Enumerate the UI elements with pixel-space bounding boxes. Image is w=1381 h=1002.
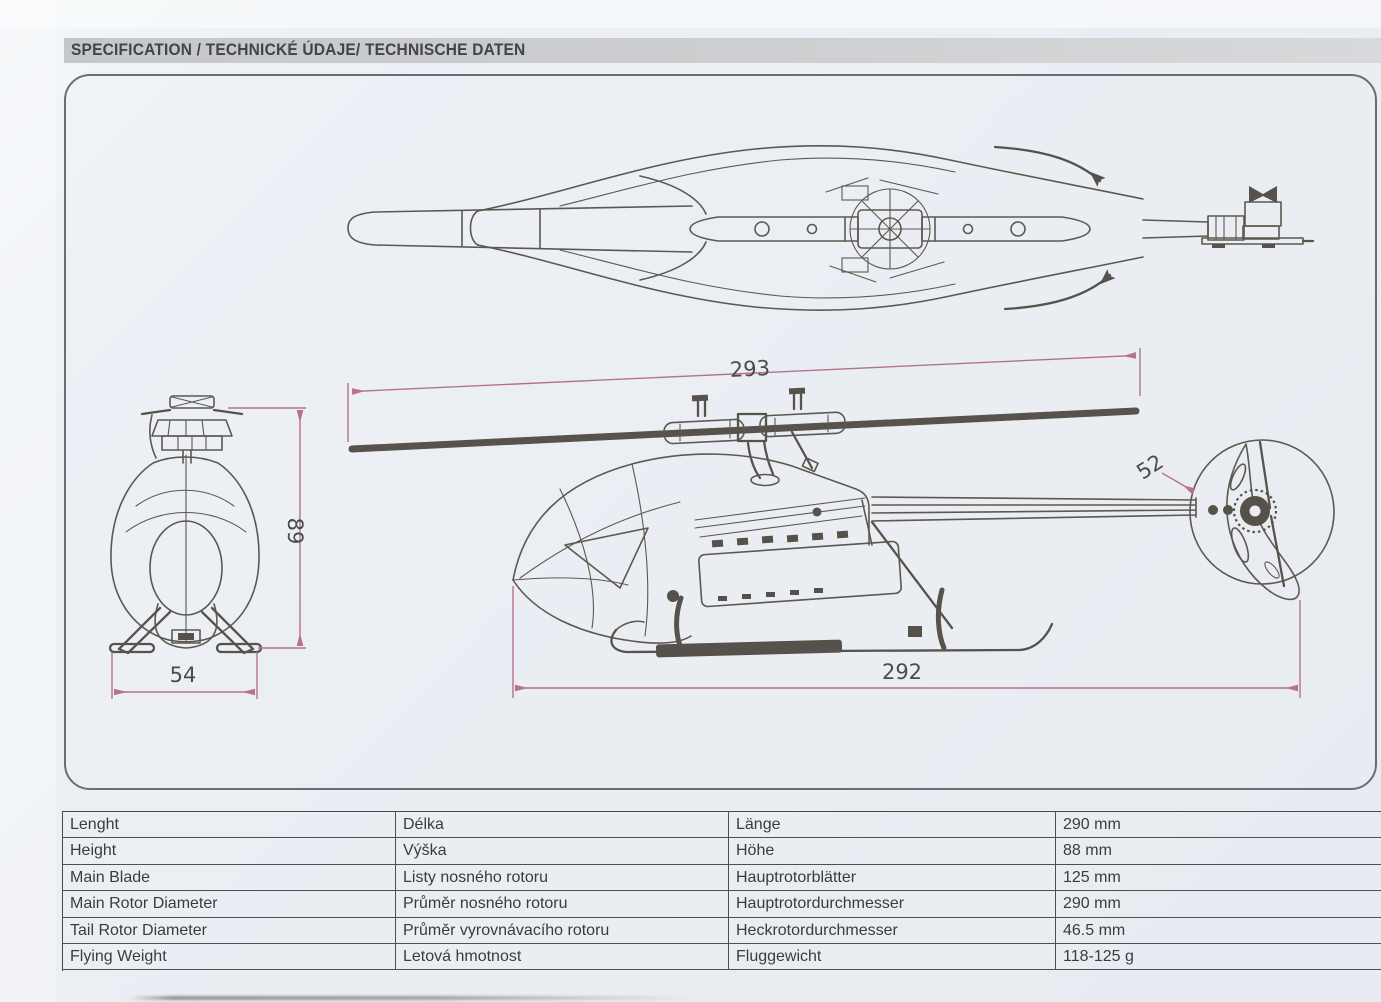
front-view-canopy — [110, 456, 260, 643]
spec-cell-de: Heckrotordurchmesser — [729, 917, 1056, 944]
spec-cell-cs: Letová hmotnost — [396, 943, 729, 971]
dimension-54: 54 — [111, 652, 258, 699]
scan-light-left — [0, 0, 56, 1002]
side-view-tail-boom — [871, 496, 1197, 522]
top-view-canopy — [477, 145, 1144, 212]
specification-table: Lenght Délka Länge 290 mm Height Výška H… — [62, 811, 1381, 971]
spec-cell-cs: Průměr nosného rotoru — [396, 891, 729, 918]
spec-cell-en: Tail Rotor Diameter — [63, 917, 396, 944]
side-view-landing-skid — [610, 587, 1054, 658]
spec-cell-en: Lenght — [63, 812, 396, 839]
dimension-52: 52 — [1132, 450, 1196, 495]
drawing-panel — [64, 74, 1377, 790]
scan-light-top — [0, 0, 1381, 28]
spec-cell-de: Fluggewicht — [729, 943, 1056, 971]
spec-cell-value: 290 mm — [1056, 812, 1381, 839]
top-view-tail-assembly — [1142, 186, 1315, 248]
section-title-bar: SPECIFICATION / TECHNICKÉ ÚDAJE/ TECHNIS… — [64, 38, 1381, 63]
spec-cell-en: Main Rotor Diameter — [63, 891, 396, 918]
spec-cell-cs: Průměr vyrovnávacího rotoru — [396, 917, 729, 944]
spec-cell-de: Hauptrotordurchmesser — [729, 891, 1056, 918]
tail-rotor-detail — [1189, 439, 1335, 601]
dim-label-tail-rotor: 52 — [1132, 450, 1167, 485]
tail-motor-pinion — [1249, 186, 1277, 203]
spec-cell-de: Höhe — [729, 838, 1056, 865]
spec-cell-de: Hauptrotorblätter — [729, 864, 1056, 892]
side-view-frame — [564, 497, 954, 637]
front-view-drawing — [108, 395, 263, 655]
dim-label-main-rotor-diameter: 293 — [729, 356, 770, 382]
spec-cell-value: 290 mm — [1056, 891, 1381, 918]
dimension-293: 293 — [347, 348, 1141, 442]
scan-artifact — [128, 996, 693, 1000]
dimension-292: 292 — [512, 586, 1301, 698]
spec-cell-en: Flying Weight — [63, 943, 396, 971]
spec-cell-value: 88 mm — [1056, 838, 1381, 865]
spec-cell-cs: Listy nosného rotoru — [396, 864, 729, 892]
dim-label-overall-length: 292 — [882, 660, 922, 684]
dimension-89: 89 — [228, 407, 307, 649]
spec-cell-de: Länge — [729, 812, 1056, 839]
dim-label-height: 89 — [283, 518, 307, 545]
front-view-rotor-head — [140, 395, 244, 464]
section-title: SPECIFICATION / TECHNICKÉ ÚDAJE/ TECHNIS… — [71, 41, 526, 59]
top-view-mechanism — [825, 177, 945, 283]
spec-cell-value: 118-125 g — [1056, 944, 1381, 971]
main-rotor-side-view — [348, 387, 1140, 487]
spec-cell-value: 125 mm — [1056, 865, 1381, 892]
side-view-canopy — [512, 453, 870, 581]
rotor-head — [663, 387, 846, 487]
front-view-window — [149, 520, 223, 616]
top-view-blade-grips — [689, 209, 1091, 249]
side-view-drawing — [512, 439, 1335, 658]
spec-cell-value: 46.5 mm — [1056, 918, 1381, 944]
dim-label-width: 54 — [170, 663, 197, 687]
spec-cell-cs: Výška — [396, 838, 729, 865]
top-view-drawing — [347, 145, 1315, 311]
spec-cell-en: Main Blade — [63, 864, 396, 892]
spec-cell-cs: Délka — [396, 812, 729, 839]
rotation-arrow-bottom — [1003, 269, 1116, 311]
top-view-main-blade — [347, 205, 693, 253]
spec-cell-en: Height — [63, 838, 396, 865]
rotation-arrow-top — [993, 145, 1106, 187]
